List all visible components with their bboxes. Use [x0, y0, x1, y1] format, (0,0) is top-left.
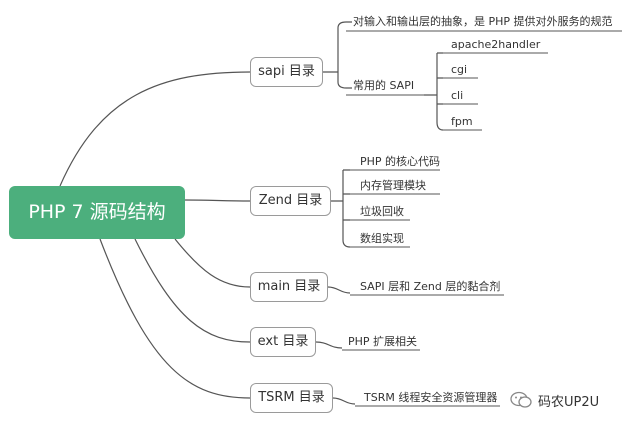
connector-main-item	[327, 286, 351, 294]
connector-root-zend	[184, 199, 251, 202]
connector-sapi-split	[323, 21, 352, 89]
node-sapi: sapi 目录	[250, 57, 323, 87]
zend-item: 垃圾回收	[360, 205, 404, 218]
sapi-item: cgi	[451, 63, 468, 76]
node-ext: ext 目录	[250, 327, 316, 357]
connector-root-ext	[134, 238, 251, 343]
wechat-icon	[510, 391, 532, 408]
connector-sapi-items	[424, 52, 444, 131]
sapi-description: 对输入和输出层的抽象，是 PHP 提供对外服务的规范	[353, 15, 613, 28]
node-tsrm: TSRM 目录	[250, 383, 333, 413]
zend-item: 数组实现	[360, 232, 404, 245]
root-node: PHP 7 源码结构	[9, 186, 185, 239]
sapi-common-label: 常用的 SAPI	[353, 79, 415, 92]
connector-root-sapi	[59, 71, 251, 187]
main-item: SAPI 层和 Zend 层的黏合剂	[360, 280, 501, 293]
watermark: 码农UP2U	[510, 390, 599, 410]
connector-zend-items	[331, 169, 351, 248]
sapi-item: apache2handler	[451, 38, 541, 51]
sapi-item: cli	[451, 89, 464, 102]
connector-root-main	[174, 238, 251, 288]
connector-root-tsrm	[99, 238, 251, 399]
watermark-text: 码农UP2U	[538, 394, 600, 410]
zend-item: 内存管理模块	[360, 179, 426, 192]
node-main: main 目录	[250, 272, 328, 302]
node-zend: Zend 目录	[250, 186, 331, 216]
zend-item: PHP 的核心代码	[360, 155, 441, 168]
sapi-item: fpm	[451, 115, 473, 128]
tsrm-item: TSRM 线程安全资源管理器	[364, 391, 498, 404]
ext-item: PHP 扩展相关	[348, 335, 418, 348]
connector-tsrm-item	[332, 397, 356, 405]
connector-ext-item	[315, 341, 343, 349]
